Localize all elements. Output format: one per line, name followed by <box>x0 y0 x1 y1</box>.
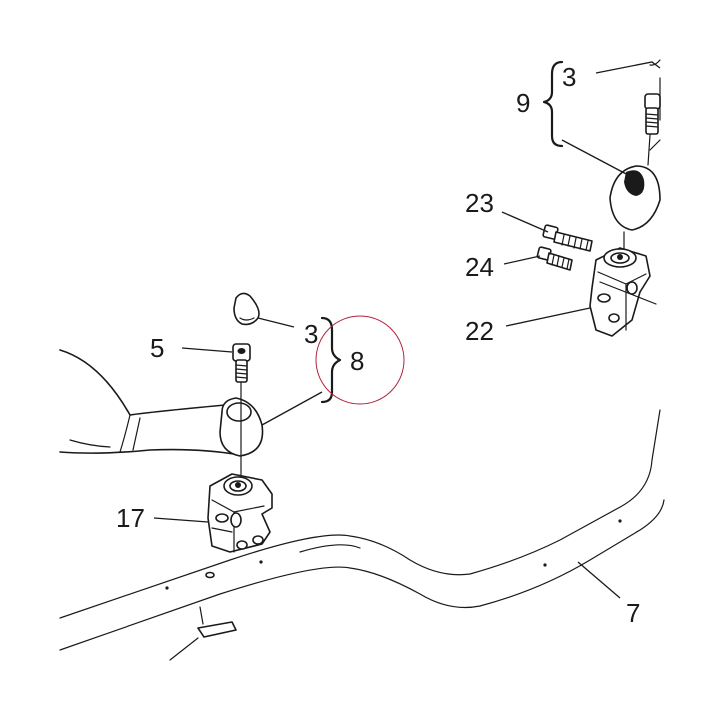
leader-lines <box>153 61 661 599</box>
callout-22: 22 <box>465 316 494 346</box>
callout-5: 5 <box>150 333 164 363</box>
brace-9 <box>542 60 564 148</box>
bolt-23 <box>542 224 593 252</box>
callout-8: 8 <box>350 346 364 376</box>
bracket-17 <box>207 473 273 553</box>
bolt-24 <box>536 246 573 271</box>
callout-3-top: 3 <box>562 62 576 92</box>
callout-7: 7 <box>626 598 640 628</box>
frame-clip <box>169 606 237 661</box>
bracket-22 <box>589 247 657 337</box>
knob-grip-9 <box>609 165 661 231</box>
screw-5 <box>232 343 251 479</box>
cap-3-left <box>233 292 260 326</box>
callout-23: 23 <box>465 188 494 218</box>
highlight-circle <box>315 315 405 405</box>
brace-8 <box>320 316 342 404</box>
callout-9: 9 <box>516 88 530 118</box>
callout-17: 17 <box>116 503 145 533</box>
frame-rail-7 <box>59 409 665 651</box>
callout-3-left: 3 <box>304 319 318 349</box>
callout-24: 24 <box>465 252 494 282</box>
screw-top-right <box>644 93 661 166</box>
